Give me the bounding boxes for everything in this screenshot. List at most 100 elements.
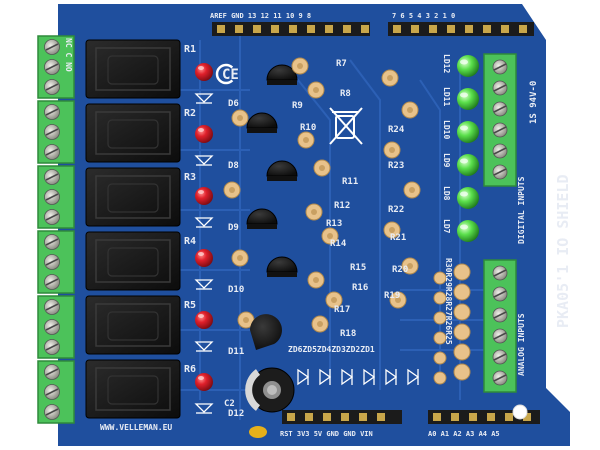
- resistor-label: R19: [384, 291, 400, 301]
- header-pin[interactable]: [501, 25, 509, 33]
- transistor: [246, 112, 278, 133]
- screw-icon[interactable]: [492, 143, 508, 159]
- resistor: [433, 363, 471, 385]
- header-pin[interactable]: [289, 25, 297, 33]
- header-pin[interactable]: [305, 413, 313, 421]
- header-top-right: [388, 22, 534, 36]
- screw-icon[interactable]: [492, 349, 508, 365]
- screw-icon[interactable]: [44, 209, 60, 225]
- weee-bin-icon: [329, 107, 363, 145]
- green-led-label: LD7: [442, 219, 451, 234]
- screw-icon[interactable]: [44, 59, 60, 75]
- header-pin[interactable]: [343, 25, 351, 33]
- transistor: [266, 64, 298, 85]
- green-led: LD11: [442, 87, 479, 110]
- relay: R6: [85, 359, 196, 419]
- screw-icon[interactable]: [44, 79, 60, 95]
- header-pin[interactable]: [359, 413, 367, 421]
- resistor: [433, 343, 471, 365]
- diode: [194, 279, 214, 290]
- diode: [194, 217, 214, 228]
- terminal-block: [37, 230, 75, 294]
- screw-icon[interactable]: [492, 328, 508, 344]
- zener-diode: [341, 368, 354, 386]
- header-pin[interactable]: [469, 413, 477, 421]
- resistor: [231, 249, 249, 267]
- screw-icon[interactable]: [44, 39, 60, 55]
- header-pin[interactable]: [377, 413, 385, 421]
- screw-icon[interactable]: [44, 124, 60, 140]
- resistor: [433, 303, 471, 325]
- transistor: [266, 160, 298, 181]
- screw-icon[interactable]: [44, 274, 60, 290]
- screw-icon[interactable]: [44, 104, 60, 120]
- screw-icon[interactable]: [492, 122, 508, 138]
- screw-icon[interactable]: [44, 384, 60, 400]
- header-pin[interactable]: [323, 413, 331, 421]
- header-pin[interactable]: [505, 413, 513, 421]
- diode-label: D9: [228, 223, 239, 233]
- screw-icon[interactable]: [44, 169, 60, 185]
- resistor-label: R9: [292, 101, 303, 111]
- screw-icon[interactable]: [492, 164, 508, 180]
- resistor-label: R12: [334, 201, 350, 211]
- green-led: LD9: [442, 153, 479, 176]
- mounting-hole: [512, 404, 528, 420]
- right-terminal-blocks: [483, 53, 517, 393]
- screw-icon[interactable]: [492, 59, 508, 75]
- header-pin[interactable]: [451, 413, 459, 421]
- electrolytic-capacitor: [245, 367, 295, 413]
- screw-icon[interactable]: [44, 189, 60, 205]
- screw-icon[interactable]: [44, 364, 60, 380]
- header-pin[interactable]: [253, 25, 261, 33]
- resistor: [403, 181, 421, 199]
- screw-icon[interactable]: [44, 319, 60, 335]
- header-pin[interactable]: [287, 413, 295, 421]
- resistor: [307, 81, 325, 99]
- screw-icon[interactable]: [492, 370, 508, 386]
- header-pin[interactable]: [217, 25, 225, 33]
- diode: [194, 155, 214, 166]
- header-pin[interactable]: [429, 25, 437, 33]
- header-pin[interactable]: [341, 413, 349, 421]
- resistor-label: R8: [340, 89, 351, 99]
- resistor-label: R10: [300, 123, 316, 133]
- header-pin[interactable]: [307, 25, 315, 33]
- screw-icon[interactable]: [492, 286, 508, 302]
- header-pin[interactable]: [393, 25, 401, 33]
- header-pin[interactable]: [411, 25, 419, 33]
- screw-icon[interactable]: [44, 299, 60, 315]
- relay: R3: [85, 167, 196, 227]
- screw-icon[interactable]: [44, 404, 60, 420]
- header-bottom-right: [428, 410, 540, 424]
- header-pin[interactable]: [271, 25, 279, 33]
- resistor-label: R22: [388, 205, 404, 215]
- resistor: [307, 271, 325, 289]
- rating-label: 1S 94V-0: [529, 81, 539, 124]
- relay-label: R1: [184, 44, 196, 55]
- header-pin[interactable]: [361, 25, 369, 33]
- zener-diode: [407, 368, 420, 386]
- header-pin[interactable]: [523, 413, 531, 421]
- header-pin[interactable]: [235, 25, 243, 33]
- resistor-label: R20: [392, 265, 408, 275]
- screw-icon[interactable]: [44, 254, 60, 270]
- screw-icon[interactable]: [492, 101, 508, 117]
- header-pin[interactable]: [447, 25, 455, 33]
- header-pin[interactable]: [325, 25, 333, 33]
- screw-icon[interactable]: [44, 234, 60, 250]
- screw-icon[interactable]: [492, 80, 508, 96]
- screw-icon[interactable]: [492, 265, 508, 281]
- screw-icon[interactable]: [44, 144, 60, 160]
- header-pin[interactable]: [433, 413, 441, 421]
- header-bottom-left: [282, 410, 402, 424]
- header-pin[interactable]: [519, 25, 527, 33]
- screw-icon[interactable]: [492, 307, 508, 323]
- header-pin[interactable]: [465, 25, 473, 33]
- header-pin[interactable]: [483, 25, 491, 33]
- header-pin[interactable]: [487, 413, 495, 421]
- screw-icon[interactable]: [44, 339, 60, 355]
